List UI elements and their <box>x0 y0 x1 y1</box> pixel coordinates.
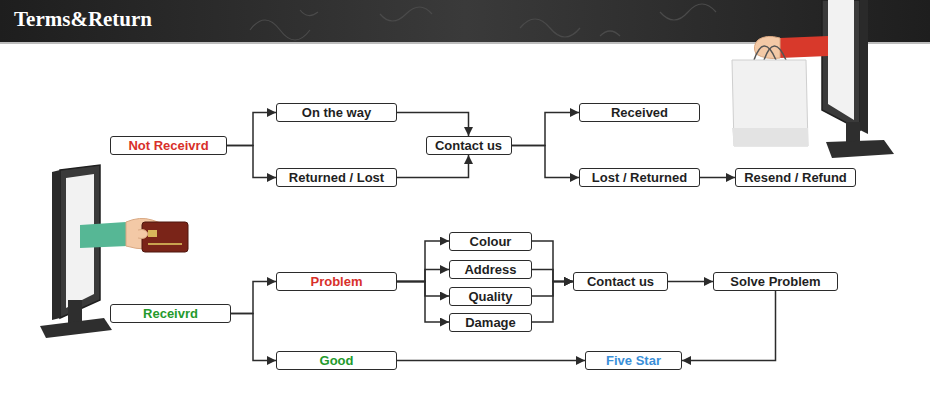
box-label: Not Receivrd <box>128 138 208 153</box>
process-box: On the way <box>276 103 397 122</box>
box-label: Resend / Refund <box>744 170 847 185</box>
box-label: Damage <box>465 315 516 330</box>
box-label: Five Star <box>606 353 661 368</box>
flow-arrow <box>700 177 735 179</box>
box-label: Received <box>611 105 668 120</box>
page-title: Terms&Return <box>14 7 152 32</box>
process-box: Colour <box>449 232 532 251</box>
flow-arrow <box>532 282 573 323</box>
process-box: Returned / Lost <box>276 168 397 187</box>
process-box: Five Star <box>585 351 682 370</box>
process-box: Lost / Returned <box>579 168 700 187</box>
process-box: Damage <box>449 313 532 332</box>
right-monitor <box>822 0 894 158</box>
flow-arrow <box>227 113 276 146</box>
process-box: Solve Problem <box>713 272 838 291</box>
process-box: Receivrd <box>110 304 231 323</box>
flow-arrow <box>512 113 580 146</box>
process-box: Contact us <box>573 272 668 291</box>
process-box: Address <box>449 260 532 279</box>
left-monitor <box>40 165 112 338</box>
flow-arrow <box>682 291 776 361</box>
flow-arrow <box>668 281 713 283</box>
process-box: Not Receivrd <box>110 136 227 155</box>
box-label: Quality <box>468 289 512 304</box>
box-label: Address <box>464 262 516 277</box>
process-box: Received <box>579 103 700 122</box>
process-box: Resend / Refund <box>735 168 856 187</box>
header-swirls <box>250 4 716 40</box>
box-label: Colour <box>470 234 512 249</box>
box-label: Lost / Returned <box>592 170 687 185</box>
flow-arrow <box>397 282 449 297</box>
flow-arrow <box>397 241 449 282</box>
hand-with-bag <box>732 36 828 146</box>
flow-arrow <box>532 241 573 282</box>
flow-arrow <box>397 155 469 178</box>
flow-arrow <box>397 113 469 137</box>
flow-arrow <box>397 270 449 282</box>
process-box: Good <box>276 351 397 370</box>
flow-arrow <box>397 360 585 362</box>
header-bar <box>0 0 930 42</box>
flow-arrow <box>231 282 276 314</box>
process-box: Contact us <box>426 136 512 155</box>
process-box: Problem <box>276 272 397 291</box>
process-box: Quality <box>449 287 532 306</box>
box-label: Problem <box>310 274 362 289</box>
flow-arrow <box>532 270 573 282</box>
flow-arrow <box>227 146 276 178</box>
flow-arrow <box>397 282 449 323</box>
box-label: Returned / Lost <box>289 170 384 185</box>
box-label: Solve Problem <box>730 274 820 289</box>
box-label: Contact us <box>587 274 654 289</box>
flow-arrow <box>512 146 580 178</box>
box-label: Receivrd <box>143 306 198 321</box>
box-label: Good <box>320 353 354 368</box>
flow-arrow <box>231 314 276 361</box>
hand-with-card <box>80 218 188 252</box>
box-label: Contact us <box>435 138 502 153</box>
box-label: On the way <box>302 105 371 120</box>
